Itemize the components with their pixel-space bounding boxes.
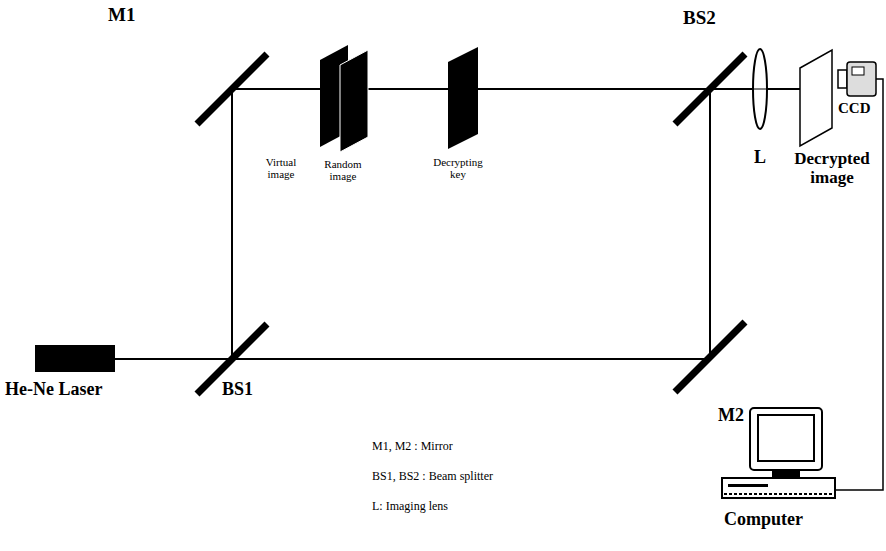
random-image-plate	[340, 50, 368, 152]
output-plane	[800, 50, 832, 146]
part-label: Random image	[318, 158, 368, 182]
part-label: BS2	[683, 8, 716, 29]
computer-case	[722, 478, 835, 498]
beam-splitter-symbol	[675, 54, 745, 124]
mirror-symbol	[197, 54, 267, 124]
camera-body	[847, 62, 876, 96]
beam-path	[115, 358, 710, 360]
beam-path	[709, 89, 711, 359]
camera-lens	[838, 70, 847, 88]
monitor	[750, 408, 822, 470]
camera-detail	[852, 67, 864, 75]
monitor-stand	[772, 470, 800, 477]
beam-path	[231, 89, 233, 359]
part-label: M1	[108, 5, 135, 26]
key-note: M1, M2 : Mirror	[372, 440, 453, 453]
lens-axis	[748, 89, 772, 90]
key-note: L: Imaging lens	[372, 500, 448, 513]
part-label: M2	[718, 406, 744, 426]
part-label: Decrypted image	[790, 150, 874, 187]
part-label: BS1	[222, 380, 253, 400]
monitor-screen	[758, 415, 814, 461]
laser-body	[35, 345, 115, 372]
vent-strip	[724, 493, 833, 495]
part-label: CCD	[838, 100, 871, 117]
part-label: Computer	[724, 510, 803, 530]
decrypting-key-plate	[448, 47, 478, 149]
key-note: BS1, BS2 : Beam splitter	[372, 470, 493, 483]
drive-slot	[728, 484, 768, 487]
part-label: Decrypting key	[428, 156, 488, 180]
mirror-symbol	[675, 322, 745, 392]
signal-cable	[835, 79, 883, 490]
part-label: Virtual image	[255, 156, 307, 180]
part-label: He-Ne Laser	[5, 380, 102, 400]
part-label: L	[754, 148, 766, 168]
